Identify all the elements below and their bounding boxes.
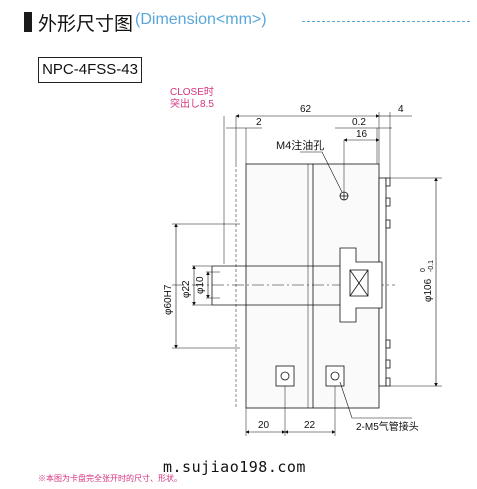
dim-0-2-label: 0.2 [352,117,366,128]
dia-106-label: φ106 [423,278,434,302]
dia-106-tol: -0.1 [428,260,435,272]
air-port-right [325,365,345,387]
header-marker [24,12,32,32]
dim-4-label: 4 [398,104,404,115]
dim-20-label: 20 [258,420,270,431]
page-title: 外形尺寸图 [38,14,134,35]
close-note-line1: CLOSE时 [170,86,214,98]
header-dashed-rule [302,21,470,22]
footnote: ※本图为卡盘完全张开时的尺寸、形状。 [38,474,182,483]
air-port-left [275,365,295,387]
dia-106-tol-top: 0 [420,268,427,272]
dia-60-label: φ60H7 [163,284,174,315]
dim-22-label: 22 [304,420,316,431]
page-subtitle: (Dimension<mm>) [135,11,267,28]
air-port-label: 2-M5气管接头 [356,420,419,433]
dim-16-label: 16 [356,129,368,140]
jaw-teeth [385,177,391,387]
dia-22-label: φ22 [181,280,192,298]
model-number-box: NPC-4FSS-43 [38,57,142,83]
close-note-line2: 突出し8.5 [170,97,214,110]
dim-2-label: 2 [256,117,262,128]
m4-oil-hole-label: M4注油孔 [276,138,324,152]
watermark: m.sujiao198.com [163,458,306,476]
dim-62-label: 62 [300,104,312,115]
dia-10-label: φ10 [195,276,206,294]
